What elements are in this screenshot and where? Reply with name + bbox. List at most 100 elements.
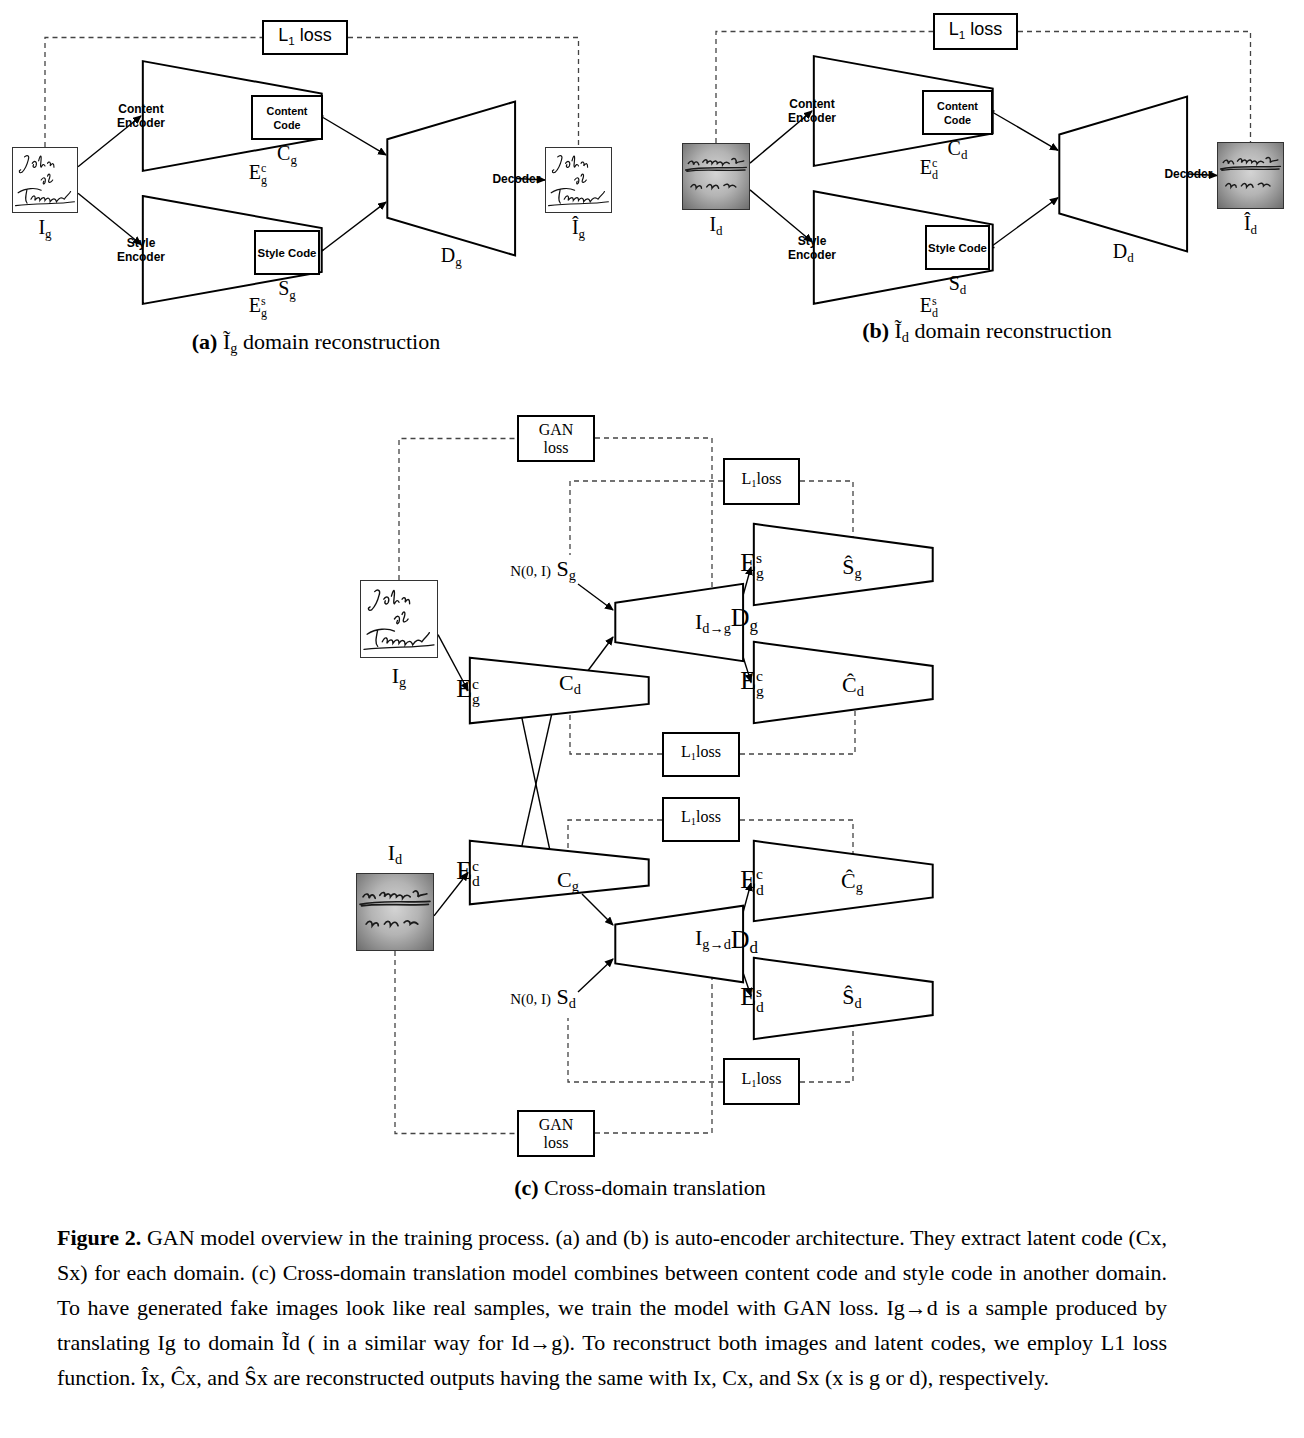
text-part: 1 — [691, 816, 696, 827]
text-part: L — [681, 808, 691, 825]
text-part: g — [399, 674, 406, 690]
block-outline — [814, 191, 993, 304]
superscript: c — [756, 668, 764, 684]
block-outline — [615, 906, 743, 982]
loss-link — [399, 439, 517, 581]
text-part: L — [949, 19, 959, 39]
text-part: Decoder — [492, 172, 540, 186]
text-part: g — [290, 152, 297, 167]
symbol-label: (c) Cross-domain translation — [514, 1175, 766, 1201]
ink-stroke — [1221, 158, 1281, 188]
text-part: d — [716, 223, 723, 238]
text-part: Content Code — [937, 100, 978, 126]
text-part: 1 — [691, 751, 696, 762]
text-part: GAN loss — [539, 421, 574, 456]
text-part: g→d — [702, 936, 731, 952]
text-part: N(0, I) — [510, 991, 551, 1007]
text-part: E — [740, 865, 756, 894]
text-part: Ĉ — [841, 868, 856, 893]
output-image: Îg — [545, 147, 612, 213]
input-image: Id — [682, 143, 750, 210]
ink-stroke — [364, 590, 434, 649]
decoder-block: DecoderDg — [386, 100, 516, 257]
ink-stroke — [360, 891, 430, 926]
text-part: C — [559, 670, 574, 695]
text-part: E — [740, 548, 756, 577]
text-part: d — [1127, 250, 1134, 265]
symbol-label: Ĉg — [841, 868, 863, 900]
handwriting-sample — [361, 581, 437, 657]
text-part: E — [920, 156, 932, 178]
node-text: Id — [709, 212, 722, 243]
node-text: Dg — [731, 603, 758, 641]
ink-stroke — [686, 159, 747, 189]
text-part: d — [960, 282, 967, 297]
index-stack: gs — [756, 550, 764, 581]
text-part: Ŝ — [842, 984, 854, 1009]
block-outline — [814, 56, 993, 166]
subscript: g — [756, 565, 764, 581]
text-part: 1 — [959, 27, 966, 40]
handwriting-sample — [683, 144, 749, 209]
flow-arrow — [578, 584, 613, 610]
text-part: Figure 2. — [57, 1225, 141, 1250]
node-text: Content Code — [253, 104, 321, 132]
node-text: Edc — [740, 865, 764, 898]
subscript: g — [261, 174, 267, 186]
text-part: S — [551, 556, 569, 581]
node-text: Eds — [740, 982, 764, 1015]
block-outline — [615, 584, 743, 661]
text-part: S — [278, 277, 289, 299]
figure-caption: Figure 2. GAN model overview in the trai… — [57, 1220, 1167, 1395]
text-part: I — [695, 925, 702, 950]
index-stack: gc — [261, 162, 267, 186]
text-part: D — [1113, 240, 1127, 262]
superscript: s — [756, 984, 764, 1000]
text-part: domain reconstruction — [237, 329, 440, 354]
loss-link — [395, 951, 517, 1134]
text-part: D — [731, 603, 750, 632]
text-part: E — [456, 674, 472, 703]
subscript: d — [932, 307, 938, 319]
text-part: I — [695, 609, 702, 634]
symbol-label: N(0, I) Sd — [510, 984, 576, 1016]
index-stack: gc — [756, 668, 764, 699]
handwriting-sample — [546, 148, 611, 212]
superscript: c — [472, 858, 480, 874]
block-outline — [470, 841, 649, 905]
subscript: g — [472, 691, 480, 707]
text-part: g — [856, 879, 863, 895]
node-text: Egs — [249, 293, 267, 319]
text-part: g — [569, 567, 576, 583]
flow-arrow — [582, 894, 613, 925]
superscript: c — [261, 162, 267, 174]
loss-wire — [568, 1018, 723, 1082]
connector-arrow — [320, 202, 386, 252]
node-text: Îd — [1244, 211, 1257, 242]
text-part: E — [920, 294, 932, 316]
node-text: GAN loss — [534, 421, 578, 457]
connector-arrow — [990, 198, 1058, 248]
ink-stroke — [549, 156, 609, 206]
text-part: d — [395, 851, 402, 867]
text-part: E — [740, 982, 756, 1011]
output-image: Îd — [1217, 142, 1284, 209]
subscript: d — [756, 882, 764, 898]
loss-box: GAN loss — [517, 415, 595, 462]
code-box: Content CodeCg — [251, 95, 323, 140]
flow-arrow — [578, 959, 613, 992]
text-part: d — [857, 683, 864, 699]
text-part: Style Code — [928, 242, 987, 254]
text-part: I — [38, 216, 45, 238]
code-box: Style CodeSg — [254, 230, 320, 275]
node-text: L1 loss — [949, 18, 1003, 46]
node-text: Style Encoder — [117, 236, 165, 264]
loss-box: GAN loss — [517, 1110, 595, 1157]
text-part: loss — [696, 808, 721, 825]
text-part: domain reconstruction — [909, 318, 1112, 343]
text-part: d — [855, 995, 862, 1011]
text-part: I — [709, 213, 716, 235]
loss-wire — [570, 481, 723, 555]
index-stack: dc — [472, 858, 480, 889]
node-text: Egc — [456, 674, 480, 707]
